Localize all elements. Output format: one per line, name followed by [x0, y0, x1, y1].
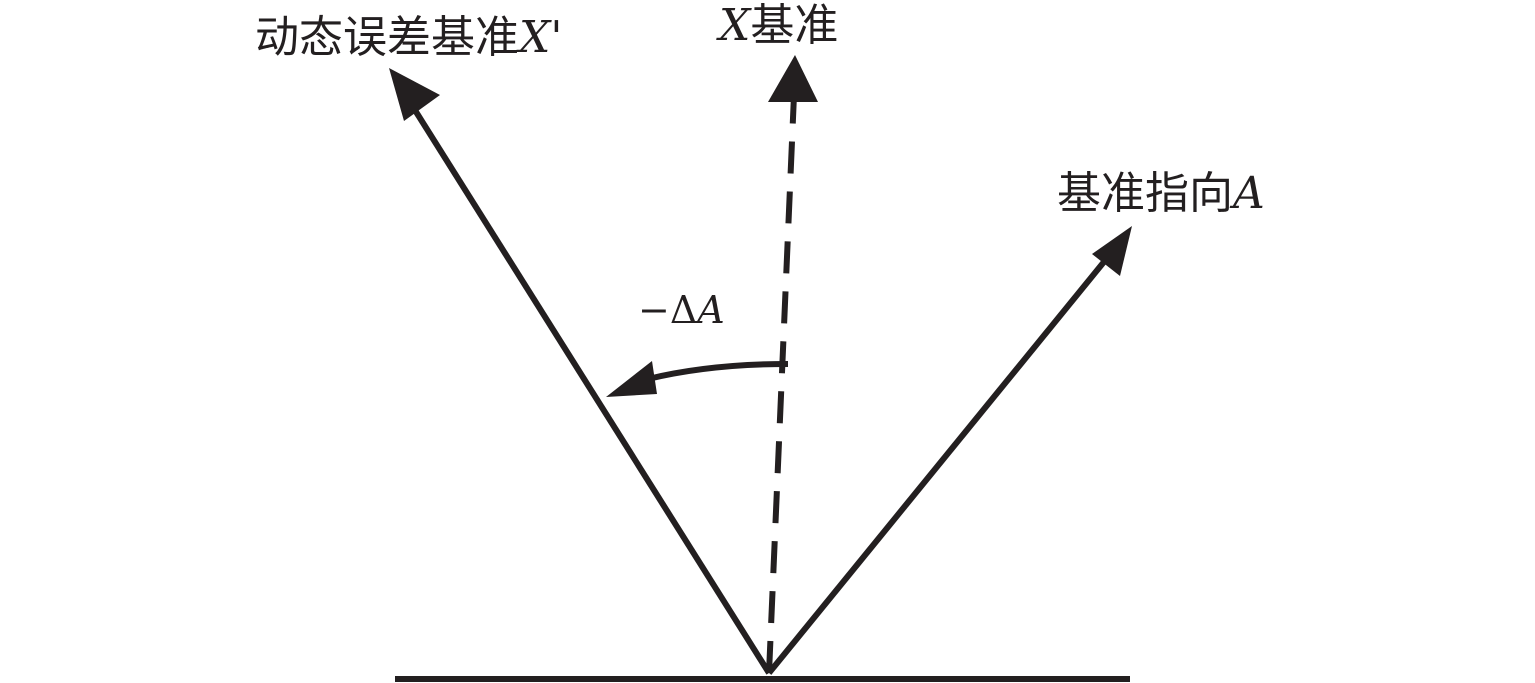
- dynamic-error-reference-line: [410, 105, 772, 675]
- reference-pointing-label: 基准指向A: [1057, 168, 1265, 219]
- reference-pointing-arrowhead: [1092, 226, 1132, 276]
- reference-pointing-line: [766, 250, 1115, 675]
- delta-angle-label: −ΔA: [638, 288, 725, 332]
- angle-arc-arrowhead: [606, 361, 657, 397]
- dynamic-error-reference-label: 动态误差基准X': [255, 12, 562, 63]
- x-reference-dashed-line: [766, 94, 797, 674]
- x-reference-arrowhead: [768, 55, 818, 102]
- angle-arc: [647, 361, 789, 382]
- dynamic-error-reference-arrowhead: [389, 68, 440, 121]
- x-reference-label: X基准: [716, 0, 838, 51]
